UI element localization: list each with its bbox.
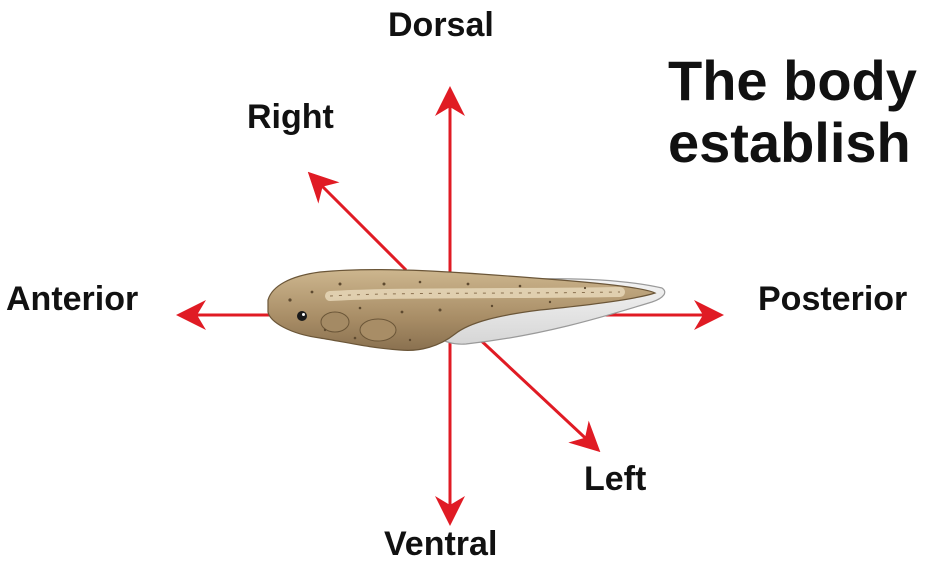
anterior-label: Anterior (6, 282, 138, 316)
dorsal-label: Dorsal (388, 8, 494, 42)
slide-title-line-2: establish (668, 112, 917, 174)
left-arrow (474, 334, 596, 448)
posterior-label: Posterior (758, 282, 907, 316)
left-label: Left (584, 462, 646, 496)
right-label: Right (247, 100, 334, 134)
slide-title-line-1: The body (668, 50, 917, 112)
tadpole-myotomes (330, 292, 620, 296)
ventral-label: Ventral (384, 527, 497, 561)
right-arrow (312, 176, 406, 270)
slide-title: The body establish (668, 50, 917, 174)
tadpole-eye (297, 311, 307, 321)
tadpole-illustration (268, 270, 665, 351)
